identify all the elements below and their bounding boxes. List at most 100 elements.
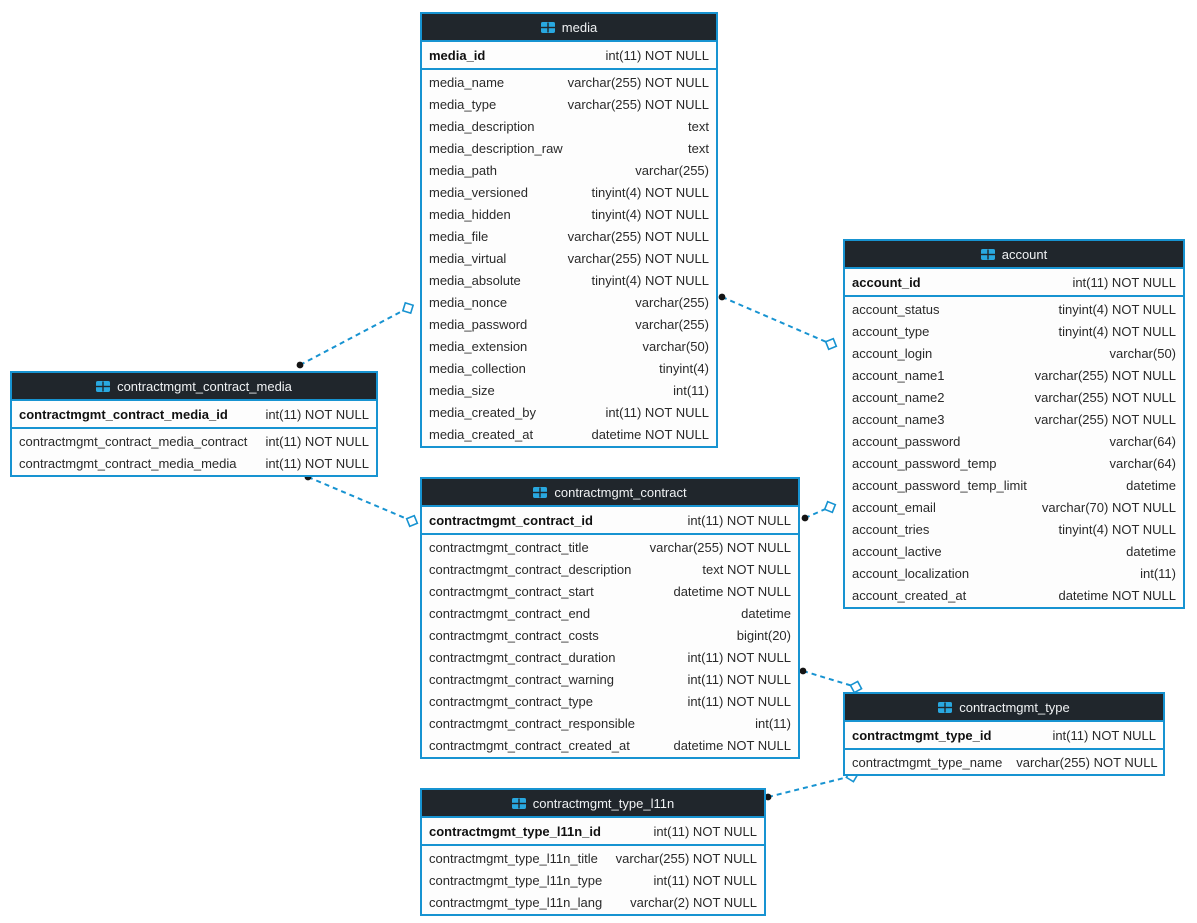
column-row[interactable]: account_login varchar(50)	[845, 342, 1183, 364]
relationship-contractmgmt_contract_media--contractmgmt_contract[interactable]	[304, 473, 419, 528]
column-row[interactable]: contractmgmt_contract_responsible int(11…	[422, 712, 798, 734]
column-row[interactable]: media_created_at datetime NOT NULL	[422, 423, 716, 445]
column-type: datetime NOT NULL	[1058, 587, 1176, 603]
column-row[interactable]: account_status tinyint(4) NOT NULL	[845, 298, 1183, 320]
column-name: account_login	[852, 345, 933, 361]
column-row[interactable]: media_description text	[422, 115, 716, 137]
column-row[interactable]: contractmgmt_type_l11n_title varchar(255…	[422, 847, 764, 869]
column-row[interactable]: account_created_at datetime NOT NULL	[845, 584, 1183, 606]
column-row[interactable]: account_localization int(11)	[845, 562, 1183, 584]
db-table-contractmgmt_type[interactable]: contractmgmt_type contractmgmt_type_id i…	[843, 692, 1165, 776]
column-row[interactable]: account_password varchar(64)	[845, 430, 1183, 452]
db-table-account[interactable]: account account_id int(11) NOT NULL acco…	[843, 239, 1185, 609]
column-row[interactable]: contractmgmt_contract_description text N…	[422, 558, 798, 580]
column-name: contractmgmt_contract_media_contract	[19, 433, 248, 449]
column-type: varchar(64)	[1109, 433, 1176, 449]
db-table-header[interactable]: media	[422, 14, 716, 42]
column-row[interactable]: media_name varchar(255) NOT NULL	[422, 71, 716, 93]
primary-key-row[interactable]: contractmgmt_type_l11n_id int(11) NOT NU…	[422, 818, 764, 846]
db-table-header[interactable]: contractmgmt_type	[845, 694, 1163, 722]
column-row[interactable]: account_lactive datetime	[845, 540, 1183, 562]
column-type: varchar(64)	[1109, 455, 1176, 471]
column-type: varchar(70) NOT NULL	[1041, 499, 1176, 515]
table-icon	[511, 797, 526, 809]
column-name: media_created_by	[429, 404, 536, 420]
column-name: account_created_at	[852, 587, 967, 603]
relationship-contractmgmt_contract_media--media[interactable]	[296, 301, 415, 369]
column-row[interactable]: contractmgmt_contract_created_at datetim…	[422, 734, 798, 756]
column-row[interactable]: media_versioned tinyint(4) NOT NULL	[422, 181, 716, 203]
column-row[interactable]: media_nonce varchar(255)	[422, 291, 716, 313]
column-row[interactable]: contractmgmt_type_l11n_type int(11) NOT …	[422, 869, 764, 891]
column-row[interactable]: contractmgmt_contract_end datetime	[422, 602, 798, 624]
column-name: account_name2	[852, 389, 945, 405]
column-type: varchar(255) NOT NULL	[1034, 367, 1176, 383]
db-table-header[interactable]: account	[845, 241, 1183, 269]
column-row[interactable]: media_virtual varchar(255) NOT NULL	[422, 247, 716, 269]
column-type: int(11) NOT NULL	[687, 671, 791, 687]
column-row[interactable]: media_extension varchar(50)	[422, 335, 716, 357]
column-rows: contractmgmt_type_name varchar(255) NOT …	[845, 750, 1163, 774]
column-type: varchar(255) NOT NULL	[567, 74, 709, 90]
relationship-media--account[interactable]	[718, 293, 838, 351]
column-row[interactable]: media_created_by int(11) NOT NULL	[422, 401, 716, 423]
primary-key-row[interactable]: contractmgmt_contract_media_id int(11) N…	[12, 401, 376, 429]
column-type: tinyint(4) NOT NULL	[591, 272, 709, 288]
column-name: contractmgmt_contract_media_id	[19, 406, 228, 422]
db-table-contractmgmt_type_l11n[interactable]: contractmgmt_type_l11n contractmgmt_type…	[420, 788, 766, 916]
column-row[interactable]: media_size int(11)	[422, 379, 716, 401]
column-row[interactable]: contractmgmt_contract_warning int(11) NO…	[422, 668, 798, 690]
column-row[interactable]: contractmgmt_contract_media_contract int…	[12, 430, 376, 452]
column-type: varchar(255)	[635, 162, 709, 178]
relationship-contractmgmt_contract--account[interactable]	[801, 500, 837, 522]
column-type: datetime NOT NULL	[673, 737, 791, 753]
db-table-header[interactable]: contractmgmt_contract_media	[12, 373, 376, 401]
column-row[interactable]: contractmgmt_contract_media_media int(11…	[12, 452, 376, 474]
column-row[interactable]: account_name2 varchar(255) NOT NULL	[845, 386, 1183, 408]
db-table-media[interactable]: media media_id int(11) NOT NULL media_na…	[420, 12, 718, 448]
column-row[interactable]: media_description_raw text	[422, 137, 716, 159]
column-name: media_hidden	[429, 206, 511, 222]
db-table-contractmgmt_contract[interactable]: contractmgmt_contract contractmgmt_contr…	[420, 477, 800, 759]
column-name: account_id	[852, 274, 921, 290]
column-row[interactable]: account_email varchar(70) NOT NULL	[845, 496, 1183, 518]
column-type: int(11) NOT NULL	[265, 406, 369, 422]
column-type: text NOT NULL	[702, 561, 791, 577]
column-row[interactable]: media_password varchar(255)	[422, 313, 716, 335]
column-row[interactable]: contractmgmt_contract_costs bigint(20)	[422, 624, 798, 646]
column-row[interactable]: account_tries tinyint(4) NOT NULL	[845, 518, 1183, 540]
table-icon	[980, 248, 995, 260]
relationship-contractmgmt_contract--contractmgmt_type[interactable]	[799, 667, 863, 694]
column-row[interactable]: media_path varchar(255)	[422, 159, 716, 181]
column-row[interactable]: contractmgmt_type_name varchar(255) NOT …	[845, 751, 1163, 773]
column-row[interactable]: media_file varchar(255) NOT NULL	[422, 225, 716, 247]
column-row[interactable]: media_type varchar(255) NOT NULL	[422, 93, 716, 115]
column-row[interactable]: account_name1 varchar(255) NOT NULL	[845, 364, 1183, 386]
connector-dot-icon	[801, 514, 809, 522]
column-row[interactable]: media_hidden tinyint(4) NOT NULL	[422, 203, 716, 225]
column-row[interactable]: account_type tinyint(4) NOT NULL	[845, 320, 1183, 342]
column-row[interactable]: account_password_temp varchar(64)	[845, 452, 1183, 474]
db-table-contractmgmt_contract_media[interactable]: contractmgmt_contract_media contractmgmt…	[10, 371, 378, 477]
column-row[interactable]: contractmgmt_contract_start datetime NOT…	[422, 580, 798, 602]
column-row[interactable]: account_name3 varchar(255) NOT NULL	[845, 408, 1183, 430]
primary-key-row[interactable]: contractmgmt_type_id int(11) NOT NULL	[845, 722, 1163, 750]
column-rows: media_name varchar(255) NOT NULL media_t…	[422, 70, 716, 446]
column-name: media_extension	[429, 338, 528, 354]
connector-dot-icon	[764, 793, 772, 801]
primary-key-row[interactable]: account_id int(11) NOT NULL	[845, 269, 1183, 297]
primary-key-row[interactable]: media_id int(11) NOT NULL	[422, 42, 716, 70]
column-row[interactable]: account_password_temp_limit datetime	[845, 474, 1183, 496]
table-title: media	[561, 19, 598, 35]
column-row[interactable]: media_collection tinyint(4)	[422, 357, 716, 379]
column-row[interactable]: media_absolute tinyint(4) NOT NULL	[422, 269, 716, 291]
column-type: varchar(255) NOT NULL	[649, 539, 791, 555]
column-row[interactable]: contractmgmt_contract_duration int(11) N…	[422, 646, 798, 668]
column-type: tinyint(4) NOT NULL	[1058, 521, 1176, 537]
column-row[interactable]: contractmgmt_type_l11n_lang varchar(2) N…	[422, 891, 764, 913]
primary-key-row[interactable]: contractmgmt_contract_id int(11) NOT NUL…	[422, 507, 798, 535]
db-table-header[interactable]: contractmgmt_contract	[422, 479, 798, 507]
db-table-header[interactable]: contractmgmt_type_l11n	[422, 790, 764, 818]
column-row[interactable]: contractmgmt_contract_title varchar(255)…	[422, 536, 798, 558]
column-row[interactable]: contractmgmt_contract_type int(11) NOT N…	[422, 690, 798, 712]
